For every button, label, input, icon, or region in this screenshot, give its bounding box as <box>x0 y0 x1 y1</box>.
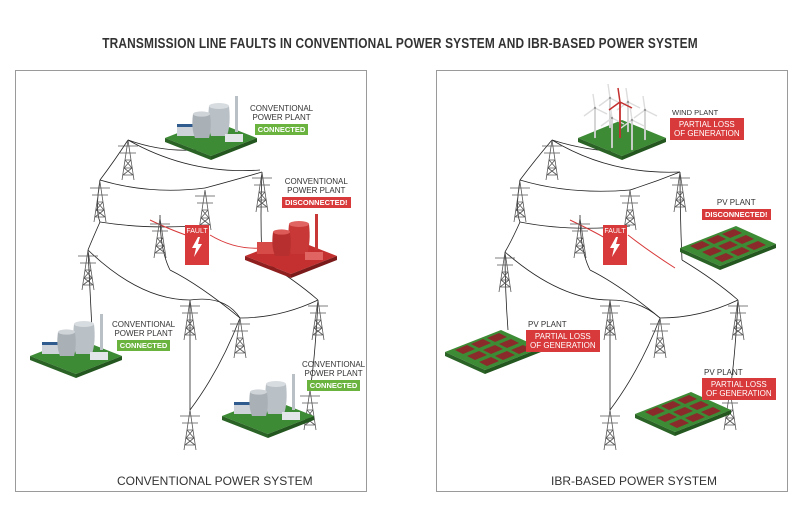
conventional-panel <box>15 70 367 492</box>
fault-label: FAULT <box>604 228 626 235</box>
lightning-icon <box>610 237 620 257</box>
status-badge: CONNECTED <box>254 124 309 135</box>
wind-status-badge: PARTIAL LOSS OF GENERATION <box>670 118 744 140</box>
status-badge: CONNECTED <box>116 340 171 351</box>
plant-bottom-label: CONVENTIONAL POWER PLANT CONNECTED <box>302 360 365 391</box>
plant-name: CONVENTIONAL <box>302 360 366 369</box>
plant-name: PV PLANT <box>716 198 756 207</box>
plant-top-label: CONVENTIONAL POWER PLANT CONNECTED <box>250 104 313 135</box>
pv-bottom-label: PV PLANT <box>704 368 743 377</box>
plant-name: POWER PLANT <box>114 329 173 338</box>
plant-name: WIND PLANT <box>672 108 719 117</box>
conventional-caption: CONVENTIONAL POWER SYSTEM <box>109 473 321 489</box>
status-badge: CONNECTED <box>306 380 361 391</box>
wind-plant-label: WIND PLANT <box>672 108 718 117</box>
plant-name: POWER PLANT <box>304 369 363 378</box>
pv-bottom-status-badge: PARTIAL LOSS OF GENERATION <box>702 378 776 400</box>
plant-name: CONVENTIONAL <box>112 320 176 329</box>
pv-left-status-badge: PARTIAL LOSS OF GENERATION <box>526 330 600 352</box>
fault-marker-right: FAULT <box>603 225 627 265</box>
lightning-icon <box>192 237 202 257</box>
status-line: PARTIAL LOSS <box>534 332 591 341</box>
plant-left-label: CONVENTIONAL POWER PLANT CONNECTED <box>112 320 175 351</box>
main-title: TRANSMISSION LINE FAULTS IN CONVENTIONAL… <box>102 36 698 52</box>
status-badge: DISCONNECTED! <box>702 209 771 220</box>
plant-name: CONVENTIONAL <box>250 104 314 113</box>
fault-label: FAULT <box>186 228 208 235</box>
fault-marker-left: FAULT <box>185 225 209 265</box>
ibr-panel <box>436 70 788 492</box>
pv-left-label: PV PLANT <box>528 320 567 329</box>
ibr-caption: IBR-BASED POWER SYSTEM <box>543 473 726 489</box>
status-line: OF GENERATION <box>706 389 772 398</box>
status-line: PARTIAL LOSS <box>710 380 767 389</box>
status-line: OF GENERATION <box>530 341 596 350</box>
plant-name: PV PLANT <box>528 320 567 329</box>
plant-fault-label: CONVENTIONAL POWER PLANT DISCONNECTED! <box>282 177 351 208</box>
plant-name: PV PLANT <box>704 368 743 377</box>
plant-name: POWER PLANT <box>252 113 311 122</box>
plant-name: CONVENTIONAL <box>284 177 348 186</box>
status-badge: DISCONNECTED! <box>282 197 351 208</box>
status-line: OF GENERATION <box>674 129 740 138</box>
pv-fault-label: PV PLANT DISCONNECTED! <box>702 198 771 220</box>
status-line: PARTIAL LOSS <box>678 120 735 129</box>
plant-name: POWER PLANT <box>287 186 346 195</box>
